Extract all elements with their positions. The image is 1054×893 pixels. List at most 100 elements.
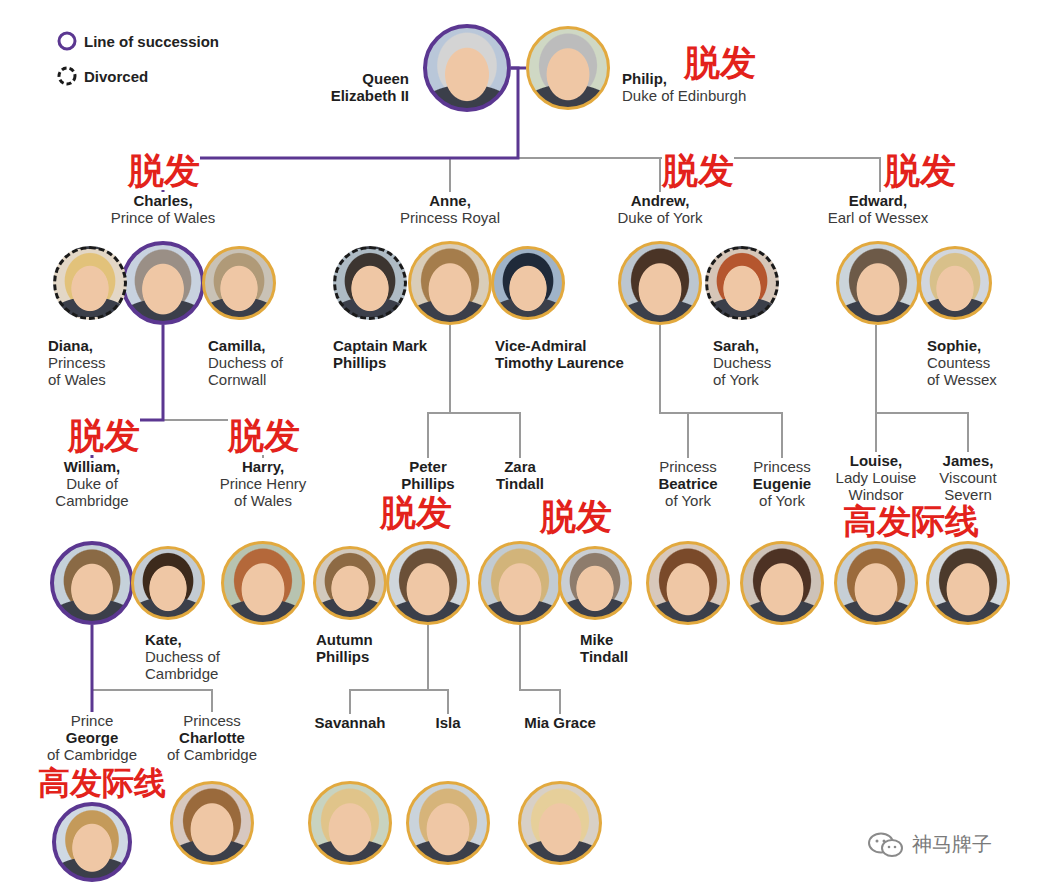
family-line [520, 625, 560, 714]
person-title: of York [643, 492, 733, 509]
person-name: Diana, [48, 337, 116, 354]
person-title: Prince of Wales [98, 209, 228, 226]
person-node: Anne,Princess Royal [385, 192, 515, 325]
name-block: Edward,Earl of Wessex [813, 192, 943, 226]
person-node: Kate,Duchess of Cambridge [131, 546, 237, 682]
portrait-circle [408, 241, 492, 325]
portrait-circle [646, 541, 730, 625]
person-name: Zara Tindall [489, 458, 551, 492]
portrait-circle [202, 246, 276, 320]
person-title: Earl of Wessex [813, 209, 943, 226]
person-node: Isla [406, 714, 490, 865]
person-title: Prince Henry of Wales [213, 475, 313, 509]
portrait-circle [618, 241, 702, 325]
person-title: Princess [737, 458, 827, 475]
person-title: Duke of Cambridge [42, 475, 142, 509]
icon-dot [894, 846, 897, 849]
name-block: Mike Tindall [580, 631, 640, 665]
person-name: William, [42, 458, 142, 475]
person-name: Anne, [385, 192, 515, 209]
person-node: Harry,Prince Henry of Wales [213, 458, 313, 625]
watermark-text: 神马牌子 [912, 833, 992, 855]
annotation-label: 脱发 [380, 494, 452, 532]
portrait-circle [423, 24, 511, 112]
portrait-circle [170, 781, 254, 865]
portrait-circle [705, 246, 779, 320]
person-name: Savannah [300, 714, 400, 731]
person-title: Duchess of Cornwall [208, 354, 298, 388]
name-block: William,Duke of Cambridge [42, 458, 142, 509]
annotation-label: 脱发 [128, 152, 200, 190]
person-name: Louise, [828, 452, 924, 469]
name-block: Diana,Princess of Wales [48, 337, 116, 388]
family-line [660, 325, 782, 458]
person-title: Princess [643, 458, 733, 475]
wechat-icon [866, 831, 908, 859]
name-block: Zara Tindall [489, 458, 551, 492]
person-node: Andrew,Duke of York [595, 192, 725, 325]
person-title: Princess Royal [385, 209, 515, 226]
person-node: Queen Elizabeth II [314, 24, 511, 112]
person-node: Autumn Phillips [313, 546, 387, 665]
name-block: PrinceGeorgeof Cambridge [37, 712, 147, 763]
portrait-circle [918, 246, 992, 320]
person-node: Vice-Admiral Timothy Laurence [491, 246, 645, 371]
portrait-circle [406, 781, 490, 865]
person-name: Beatrice [643, 475, 733, 492]
person-title: Countess of Wessex [927, 354, 1001, 388]
person-name: Camilla, [208, 337, 298, 354]
portrait-circle [526, 26, 610, 110]
person-node: William,Duke of Cambridge [42, 458, 142, 625]
person-title: Princess of Wales [48, 354, 116, 388]
name-block: Isla [408, 714, 488, 731]
person-title: Viscount Severn [931, 469, 1005, 503]
name-block: PrincessEugenieof York [737, 458, 827, 509]
name-block: Charles,Prince of Wales [98, 192, 228, 226]
person-title: Prince [37, 712, 147, 729]
person-name: Captain Mark Phillips [333, 337, 437, 371]
person-title: Duchess of Cambridge [145, 648, 237, 682]
name-block: Sarah,Duchess of York [713, 337, 779, 388]
portrait-circle [333, 246, 407, 320]
annotation-label: 高发际线 [38, 766, 166, 800]
name-block: Autumn Phillips [316, 631, 380, 665]
person-name: Mia Grace [510, 714, 610, 731]
portrait-circle [121, 241, 205, 325]
name-block: Savannah [300, 714, 400, 731]
name-block: James,Viscount Severn [931, 452, 1005, 503]
name-block: PrincessCharlotteof Cambridge [157, 712, 267, 763]
legend-swatch [56, 65, 78, 87]
name-block: Camilla,Duchess of Cornwall [208, 337, 298, 388]
portrait-circle [518, 781, 602, 865]
person-node: Savannah [300, 714, 400, 865]
portrait-circle [52, 802, 132, 882]
portrait-circle [308, 781, 392, 865]
legend-swatch [56, 30, 78, 52]
person-node: Sarah,Duchess of York [705, 246, 779, 388]
icon-dot [888, 846, 891, 849]
name-block: Louise,Lady Louise Windsor [828, 452, 924, 503]
person-name: George [37, 729, 147, 746]
legend-text: Line of succession [84, 33, 219, 50]
person-title: Duke of Edinburgh [622, 87, 772, 104]
person-name: Eugenie [737, 475, 827, 492]
person-node: Diana,Princess of Wales [48, 246, 127, 388]
person-name: Peter Phillips [393, 458, 463, 492]
annotation-label: 脱发 [68, 417, 140, 455]
legend-ring [59, 68, 75, 84]
portrait-circle [491, 246, 565, 320]
person-name: Charles, [98, 192, 228, 209]
person-node: Zara Tindall [478, 458, 562, 625]
person-title: Lady Louise Windsor [828, 469, 924, 503]
person-node: Captain Mark Phillips [333, 246, 437, 371]
person-node: Edward,Earl of Wessex [813, 192, 943, 325]
family-line [91, 625, 94, 712]
name-block: Captain Mark Phillips [333, 337, 437, 371]
person-title: Duchess of York [713, 354, 779, 388]
portrait-circle [558, 546, 632, 620]
name-block: Queen Elizabeth II [314, 70, 409, 104]
portrait-circle [740, 541, 824, 625]
icon-dot [883, 840, 886, 843]
legend-ring [59, 33, 75, 49]
